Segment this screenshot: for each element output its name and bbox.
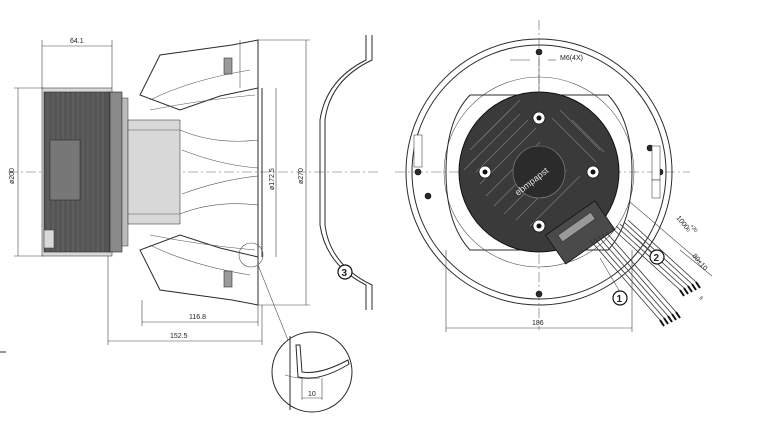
dim-cable-tol-upper: +20 (688, 223, 698, 234)
dim-cable-tol-lower: 0 (684, 227, 691, 233)
motor-hub (127, 119, 181, 225)
dim-strip: 80±10 (690, 253, 708, 272)
dim-64-1: 64.1 (70, 38, 84, 45)
mounting-plate (445, 94, 633, 251)
svg-text:2: 2 (654, 253, 660, 264)
side-view: 64.1 ø200 ø172.5 ø270 116.8 152.5 3 (0, 35, 380, 353)
dim-m6: M6(4X) (560, 55, 583, 62)
outer-ring (405, 38, 673, 306)
dim-10: 10 (308, 391, 316, 398)
front-view: ebmpapst (395, 20, 713, 332)
motor-rotor (41, 87, 129, 257)
dim-200: ø200 (9, 168, 16, 184)
terminal-box (545, 200, 616, 265)
dim-186: 186 (532, 320, 544, 327)
dim-172-5: ø172.5 (269, 168, 276, 190)
dim-270: ø270 (298, 168, 305, 184)
callout-2: 2 (635, 237, 665, 265)
callout-3: 3 (337, 264, 353, 280)
mounting-holes (478, 111, 600, 233)
dim-152-5: 152.5 (170, 333, 188, 340)
svg-text:3: 3 (342, 268, 348, 279)
callout-1: 1 (599, 257, 628, 306)
svg-text:1: 1 (617, 294, 623, 305)
dim-8: 8 (697, 295, 704, 301)
dim-116-8: 116.8 (189, 314, 206, 321)
detail-view: 10 (271, 331, 353, 413)
